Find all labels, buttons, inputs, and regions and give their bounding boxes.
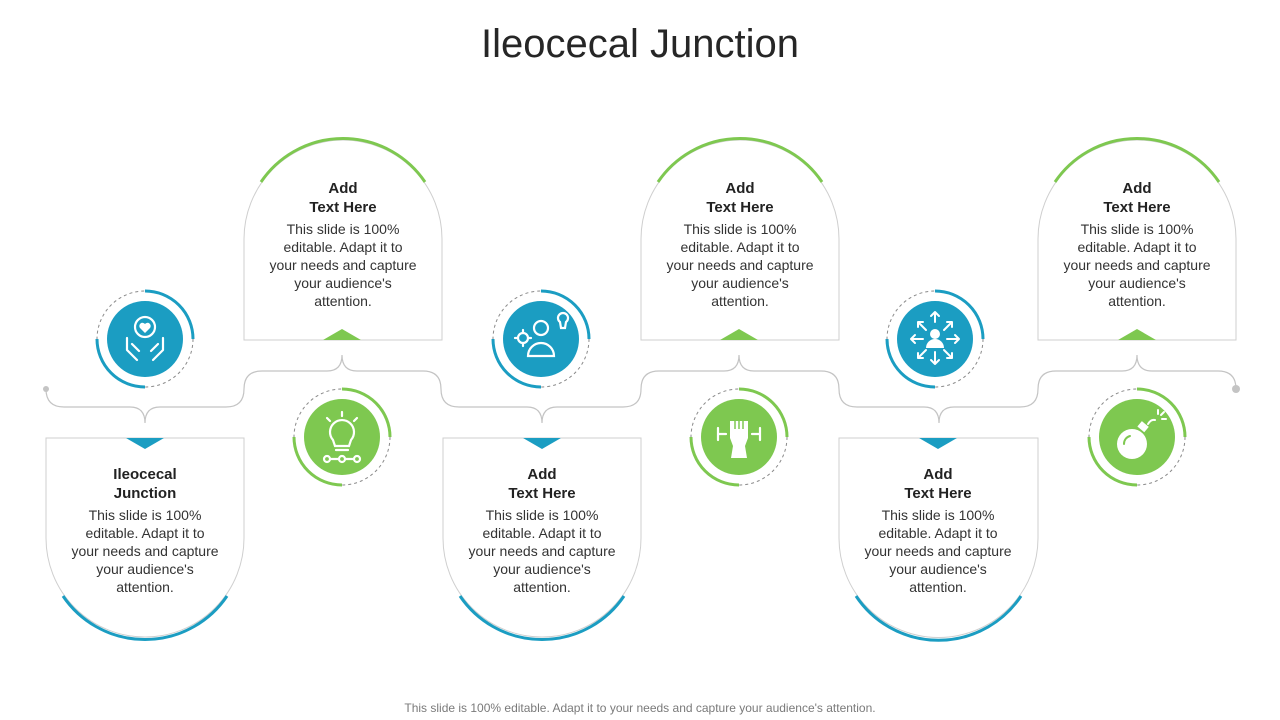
card-1: Ileocecal Junction This slide is 100% ed… xyxy=(45,465,245,596)
card-1-heading: Ileocecal Junction xyxy=(113,466,177,502)
connector-start-dot xyxy=(43,386,49,392)
card-3-shape xyxy=(442,437,642,642)
card-5: Add Text Here This slide is 100% editabl… xyxy=(838,465,1038,596)
card-4: Add Text Here This slide is 100% editabl… xyxy=(640,179,840,310)
card-6-heading: Add Text Here xyxy=(1103,180,1171,216)
card-2-shape xyxy=(243,136,443,341)
bomb-icon xyxy=(1087,387,1187,487)
card-2-heading: Add Text Here xyxy=(309,180,377,216)
connector-line xyxy=(45,354,1237,424)
card-2: Add Text Here This slide is 100% editabl… xyxy=(243,179,443,310)
slide-title: Ileocecal Junction xyxy=(481,22,799,66)
card-6-shape xyxy=(1037,136,1237,341)
card-6-body: This slide is 100% editable. Adapt it to… xyxy=(1063,221,1211,309)
card-5-heading: Add Text Here xyxy=(904,466,972,502)
card-3-body: This slide is 100% editable. Adapt it to… xyxy=(468,507,616,595)
footer-note: This slide is 100% editable. Adapt it to… xyxy=(404,701,876,715)
card-1-shape xyxy=(45,437,245,642)
card-2-body: This slide is 100% editable. Adapt it to… xyxy=(269,221,417,309)
arrows-network-icon xyxy=(885,289,985,389)
card-3: Add Text Here This slide is 100% editabl… xyxy=(442,465,642,596)
card-5-body: This slide is 100% editable. Adapt it to… xyxy=(864,507,1012,595)
card-4-body: This slide is 100% editable. Adapt it to… xyxy=(666,221,814,309)
person-idea-icon xyxy=(491,289,591,389)
connector-end-dot xyxy=(1232,385,1240,393)
hands-heart-icon xyxy=(95,289,195,389)
strength-fist-icon xyxy=(689,387,789,487)
card-6: Add Text Here This slide is 100% editabl… xyxy=(1037,179,1237,310)
card-4-heading: Add Text Here xyxy=(706,180,774,216)
card-3-heading: Add Text Here xyxy=(508,466,576,502)
card-5-shape xyxy=(838,437,1039,642)
lightbulb-gears-icon xyxy=(292,387,392,487)
card-4-shape xyxy=(640,136,840,341)
card-1-body: This slide is 100% editable. Adapt it to… xyxy=(71,507,219,595)
